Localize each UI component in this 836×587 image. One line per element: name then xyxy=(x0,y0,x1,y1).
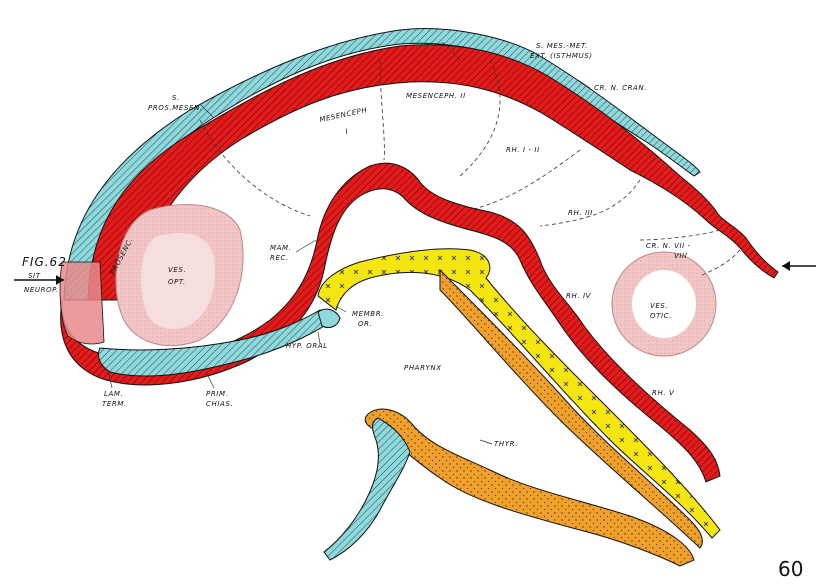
prim-chias-label-1: PRIM. xyxy=(206,390,228,398)
hyp-oral-label: HYP. ORAL xyxy=(286,342,328,350)
ves-opt-label-1: VES. xyxy=(168,266,186,274)
rh-4-label: RH. IV xyxy=(566,292,592,300)
rh-1-2-label: RH. I - II xyxy=(506,146,540,154)
cr-n-7-8-label-2: VIII xyxy=(674,252,687,260)
leader-lines xyxy=(107,79,591,445)
ectoderm-ventral-strip xyxy=(97,309,337,377)
fig-reference-label: FIG.62 xyxy=(22,255,67,269)
ves-opt-label-2: OPT. xyxy=(168,278,186,286)
boundary-lines xyxy=(199,39,741,277)
forebrain-ventral-wall xyxy=(60,162,721,483)
s-pros-mesen-label-2: PROS.MESEN. xyxy=(148,104,203,112)
lamina-terminalis-shading xyxy=(59,261,105,345)
cr-n-7-8-label-1: CR. N. VII - xyxy=(646,242,691,250)
s-pros-mesen-label-1: S. xyxy=(172,94,180,102)
cr-n-cran-label: CR. N. CRAN. xyxy=(594,84,647,92)
ves-otic-label-2: OTIC. xyxy=(650,312,672,320)
pharynx-label: PHARYNX xyxy=(404,364,442,372)
mesenceph-2-label: MESENCEPH. II xyxy=(406,92,466,100)
prim-chias-label-2: CHIAS. xyxy=(206,400,233,408)
hypophysis-oral xyxy=(317,308,341,329)
mesenceph-1-numeral: I xyxy=(345,128,349,136)
thyroid-ectoderm-stalk xyxy=(323,417,411,561)
optic-vesicle-lumen xyxy=(140,232,215,330)
rh-5-label: RH. V xyxy=(652,389,675,397)
lam-term-label-2: TERM. xyxy=(102,400,127,408)
membr-or-label-1: MEMBR. xyxy=(352,310,384,318)
lam-term-label-1: LAM. xyxy=(104,390,123,398)
mesenceph-1-label: MESENCEPH xyxy=(319,106,368,124)
mam-rec-label-2: REC. xyxy=(270,254,289,262)
neural-tube-wall xyxy=(87,44,779,301)
membr-or-label-2: OR. xyxy=(358,320,372,328)
s-mes-met-label-1: S. MES.-MET. xyxy=(536,42,588,50)
neurop-label: NEUROP. xyxy=(24,286,59,294)
otic-vesicle-lumen xyxy=(632,270,696,338)
s-mes-met-label-2: EXT. (ISTHMUS) xyxy=(530,52,593,60)
left-arrow xyxy=(14,275,64,285)
rh-3-label: RH. III xyxy=(568,209,593,217)
page-number: 60 xyxy=(778,557,803,581)
ectoderm-dorsal-strip xyxy=(63,28,701,301)
pharyngeal-mesoderm xyxy=(439,268,703,549)
mam-rec-label-1: MAM. xyxy=(270,244,292,252)
right-arrow xyxy=(782,261,816,271)
sit-label: SIT xyxy=(28,272,41,280)
ves-otic-label-1: VES. xyxy=(650,302,668,310)
thyr-label: THYR. xyxy=(494,440,518,448)
